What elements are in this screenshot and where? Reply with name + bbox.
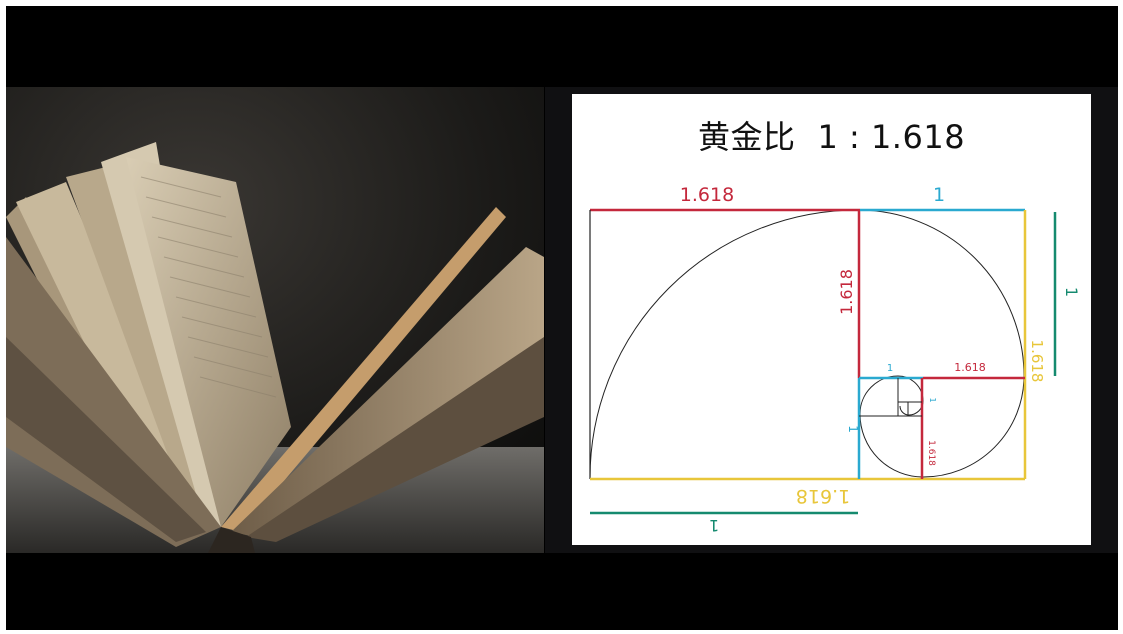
label-vertical-red: 1.618	[837, 269, 856, 315]
label-inner-blue-1: 1	[887, 363, 893, 374]
label-bottom-green: 1	[709, 516, 719, 535]
inner-squares	[859, 378, 922, 417]
label-inner-small-red: 1.618	[926, 440, 936, 466]
label-right-green: 1	[1062, 287, 1081, 297]
open-book-photo	[6, 87, 544, 553]
title-kanji: 黄金比	[697, 118, 796, 156]
title-ratio: 1 : 1.618	[817, 118, 966, 156]
diagram-title: 黄金比 1 : 1.618	[572, 112, 1091, 158]
label-bottom-yellow: 1.618	[796, 485, 850, 507]
open-book-illustration	[6, 87, 544, 553]
label-top-blue: 1	[933, 184, 945, 206]
golden-spiral	[589, 209, 1025, 479]
label-inner-blue-left: 1	[846, 425, 860, 433]
label-inner-red: 1.618	[954, 361, 986, 374]
label-inner-small-1: 1	[928, 397, 937, 402]
label-top-red: 1.618	[680, 184, 734, 206]
label-right-yellow: 1.618	[1028, 340, 1046, 383]
diagram-card	[572, 94, 1091, 545]
